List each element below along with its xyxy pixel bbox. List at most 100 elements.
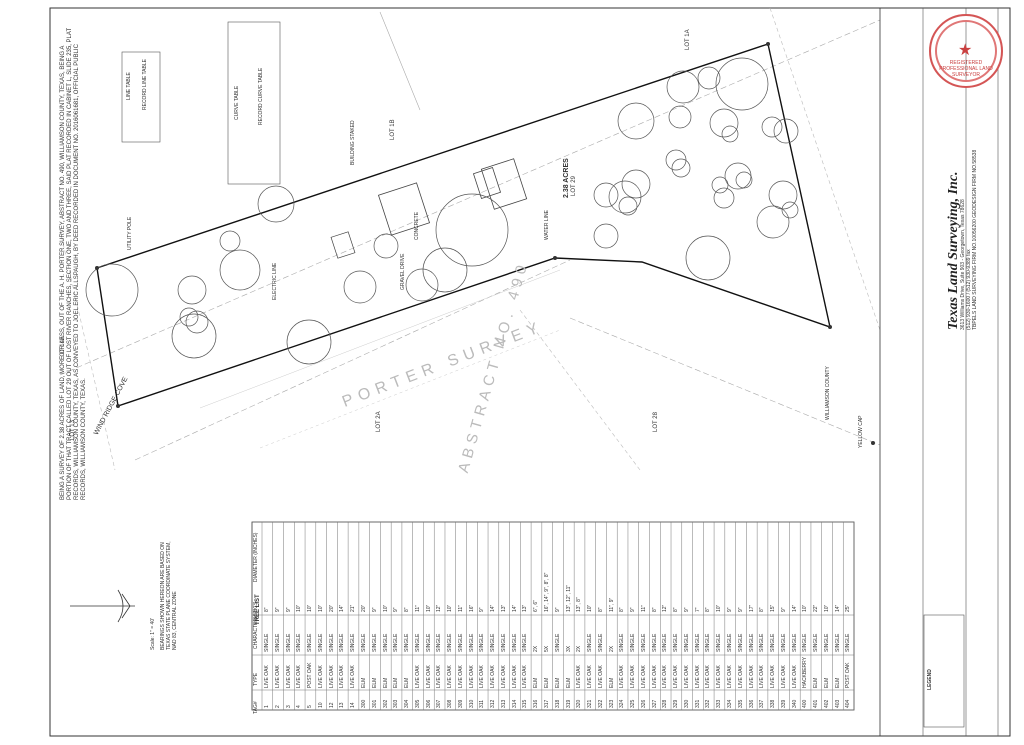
tree-list-cell: SINGLE [845, 633, 852, 652]
curve-table-title: CURVE TABLE [234, 85, 240, 120]
tree-list-cell: 8" [619, 607, 626, 612]
tree-list-cell: ELM [608, 677, 615, 688]
tree-list-cell: 17" [748, 604, 755, 612]
tree-list-cell: 313 [500, 699, 507, 708]
star-icon: ★ [958, 42, 973, 59]
tree-list-cell: ELM [533, 677, 540, 688]
north-arrow-icon [70, 589, 135, 623]
tree-list-cell: 333 [716, 699, 723, 708]
lot-label: LOT 29 [571, 176, 577, 196]
tree-list-cell: LIVE OAK [350, 665, 357, 688]
tree-list-cell: LIVE OAK [436, 665, 443, 688]
tree-list-cell: 336 [748, 699, 755, 708]
tree-list-cell: 2X [533, 645, 540, 652]
tree-list-cell: LIVE OAK [511, 665, 518, 688]
tree-list-cell: SINGLE [683, 633, 690, 652]
tree-list-cell: LIVE OAK [447, 665, 454, 688]
tree-list-cell: 302 [382, 699, 389, 708]
tree-list-cell: SINGLE [371, 633, 378, 652]
tree-list-cell: 300 [361, 699, 368, 708]
tree-list-cell: 10" [382, 604, 389, 612]
tree-list-cell: 329 [673, 699, 680, 708]
tree-list-cell: 301 [371, 699, 378, 708]
tree-circles [85, 57, 799, 365]
building-structure [377, 182, 431, 236]
tree-list-cell: 326 [640, 699, 647, 708]
gravel-drive-label: GRAVEL DRIVE [400, 253, 406, 290]
tree-list-cell: 309 [457, 699, 464, 708]
tree-list-cell: 338 [770, 699, 777, 708]
tree-list-header: TAG# [253, 701, 259, 714]
tree-list-cell: 332 [705, 699, 712, 708]
tree-list-cell: SINGLE [554, 633, 561, 652]
tree-list-cell: SINGLE [447, 633, 454, 652]
tree-list-cell: 14" [511, 604, 518, 612]
tree-list-cell: ELM [565, 677, 572, 688]
tree-list-cell: 13", 12", 11" [565, 584, 572, 612]
tree-list-cell: SINGLE [662, 633, 669, 652]
scale-label: Scale: 1" = 40' [150, 617, 156, 650]
tree-list-cell: 11" [457, 605, 464, 612]
tree-list-cell: 11", 9" [608, 597, 615, 612]
tree-list-cell: ELM [554, 677, 561, 688]
tree-list-cell: 331 [694, 699, 701, 708]
tree-list-cell: 303 [393, 699, 400, 708]
tree-list-cell: 401 [813, 699, 820, 708]
house-structure [480, 158, 528, 210]
tree-list-cell: 13" [522, 604, 529, 612]
tree-list-cell: LIVE OAK [328, 665, 335, 688]
tree-list-cell: LIVE OAK [339, 665, 346, 688]
tree-list-cell: SINGLE [339, 633, 346, 652]
tree-list-cell: 330 [683, 699, 690, 708]
tree-list-cell: 314 [511, 699, 518, 708]
tree-list-cell: SINGLE [597, 633, 604, 652]
tree-list-cell: 10 [317, 702, 324, 708]
tree-list-cell: 9" [393, 607, 400, 612]
tree-list-cell: ELM [823, 677, 830, 688]
tree-list-cell: 304 [404, 699, 411, 708]
tree-list-cell: LIVE OAK [285, 665, 292, 688]
tree-list-cell: SINGLE [651, 633, 658, 652]
tree-list-cell: 21" [350, 604, 357, 612]
water-line-label: WATER LINE [544, 209, 550, 240]
tree-list-cell: SINGLE [726, 633, 733, 652]
tree-list-cell: ELM [382, 677, 389, 688]
tree-list-cell: SINGLE [274, 633, 281, 652]
tree-list-cell: SINGLE [425, 633, 432, 652]
tree-list-cell: LIVE OAK [317, 665, 324, 688]
tree-list-cell: 2X [576, 645, 583, 652]
tree-list-cell: 1 [264, 705, 271, 708]
tree-list-cell: SINGLE [640, 633, 647, 652]
tree-list-cell: 9" [737, 607, 744, 612]
tree-list-cell: LIVE OAK [791, 665, 798, 688]
tree-list-cell: ELM [813, 677, 820, 688]
electric-line-label: ELECTRIC LINE [272, 262, 278, 300]
tree-list-cell: ELM [544, 677, 550, 688]
tree-list-cell: 10" [317, 604, 324, 612]
tree-list-cell: 9" [726, 607, 733, 612]
tree-list-cell: 16" [468, 604, 475, 612]
tree-list-cell: 5X [544, 645, 550, 652]
tree-list-cell: SINGLE [457, 633, 464, 652]
tree-list-cell: 10" [425, 604, 432, 612]
tree-list-cell: SINGLE [317, 633, 324, 652]
record-curve-table-title: RECORD CURVE TABLE [258, 67, 264, 125]
tree-list-cell: ELM [404, 677, 411, 688]
tree-list-cell: 10" [716, 604, 723, 612]
tree-list-cell: 14" [791, 604, 798, 612]
tree-list-cell: LIVE OAK [673, 665, 680, 688]
lot-14a-label: LOT 14A [60, 336, 66, 360]
tree-list-cell: 321 [587, 699, 594, 708]
tree-list-cell: 10" [802, 604, 809, 612]
tree-list-cell: 11" [414, 605, 421, 612]
tree-list-cell: LIVE OAK [576, 665, 583, 688]
lot-1a-label: LOT 1A [685, 29, 691, 50]
company-firm: TBPELS LAND SURVEYING FIRM NO.10056200 G… [972, 149, 978, 330]
tree-list-cell: LIVE OAK [694, 665, 701, 688]
tree-list-cell: 11" [640, 605, 647, 612]
tree-list-cell: 327 [651, 699, 658, 708]
tree-list-cell: 335 [737, 699, 744, 708]
tree-list-cell: 337 [759, 699, 766, 708]
tree-list-cell: SINGLE [382, 633, 389, 652]
